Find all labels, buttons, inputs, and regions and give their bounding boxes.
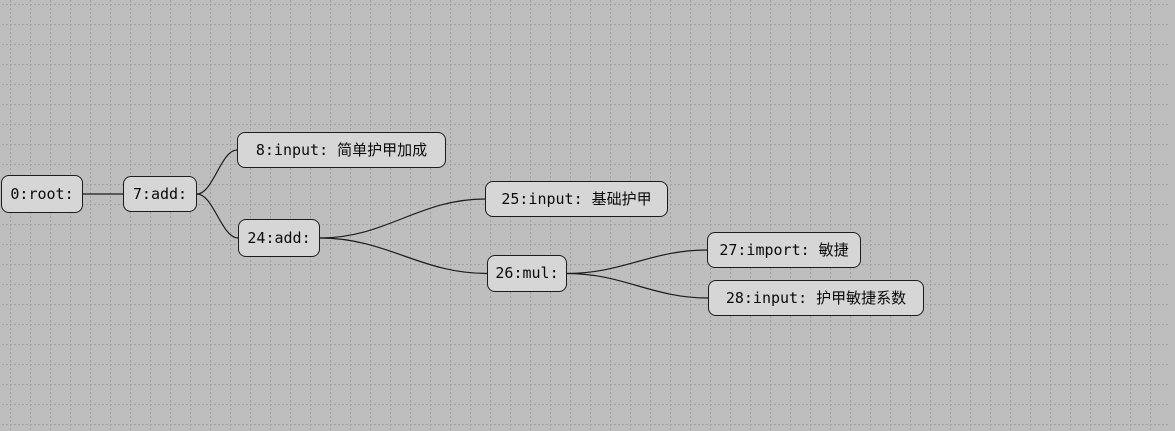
node-26-mul[interactable]: 26:mul:: [487, 255, 567, 292]
node-7-add[interactable]: 7:add:: [123, 176, 197, 212]
edge-26-27: [566, 249, 708, 275]
node-0-root[interactable]: 0:root:: [1, 175, 83, 213]
edge-26-28: [566, 272, 709, 299]
node-24-add[interactable]: 24:add:: [238, 219, 320, 257]
edge-7-24: [196, 193, 239, 239]
node-28-input[interactable]: 28:input: 护甲敏捷系数: [708, 280, 924, 316]
node-8-input[interactable]: 8:input: 简单护甲加成: [237, 132, 446, 168]
edge-24-25: [319, 198, 486, 239]
node-27-import[interactable]: 27:import: 敏捷: [707, 232, 861, 268]
node-25-input[interactable]: 25:input: 基础护甲: [485, 181, 668, 217]
edge-24-26: [319, 237, 488, 275]
edge-7-8: [196, 149, 238, 195]
